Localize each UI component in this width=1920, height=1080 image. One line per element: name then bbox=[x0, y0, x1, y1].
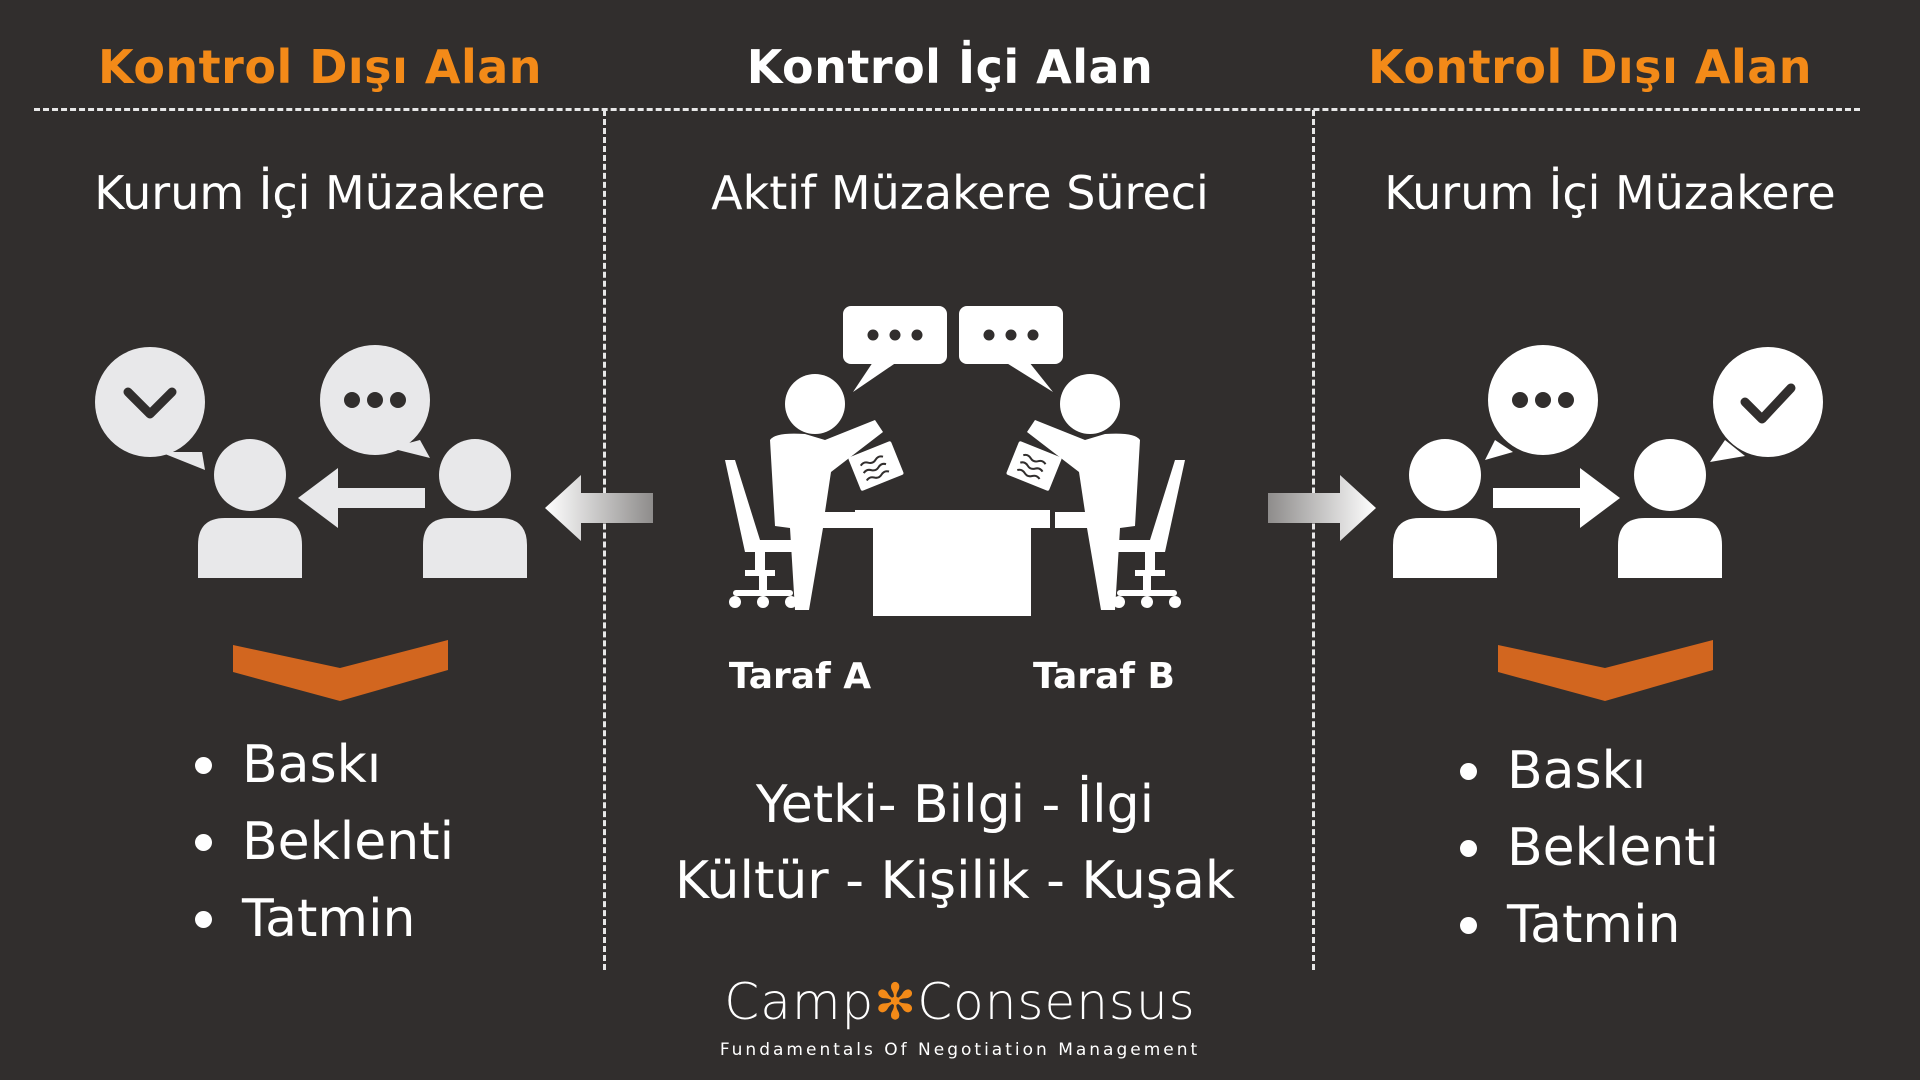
document-icon bbox=[848, 441, 904, 491]
document-icon bbox=[1006, 441, 1062, 491]
bullet-dot bbox=[195, 834, 212, 851]
gradient-arrow-right-icon bbox=[1268, 475, 1376, 541]
arrow-left-icon bbox=[298, 468, 425, 528]
list-item: Baskı bbox=[195, 727, 454, 804]
check-bubble-icon bbox=[1713, 347, 1823, 457]
person-icon bbox=[1634, 439, 1706, 511]
right-column-divider bbox=[1312, 110, 1315, 970]
brand-logo: Camp✻Consensus bbox=[660, 973, 1260, 1031]
left-subtitle: Kurum İçi Müzakere bbox=[94, 166, 546, 220]
bullet-dot bbox=[1460, 763, 1477, 780]
brand-name-part2: Consensus bbox=[917, 973, 1196, 1031]
right-bullet-list: Baskı Beklenti Tatmin bbox=[1460, 733, 1719, 964]
factors-line-2: Kültür - Kişilik - Kuşak bbox=[675, 851, 1235, 911]
right-header: Kontrol Dışı Alan bbox=[1367, 40, 1813, 94]
right-subtitle: Kurum İçi Müzakere bbox=[1384, 166, 1836, 220]
left-header: Kontrol Dışı Alan bbox=[97, 40, 543, 94]
brand-name-part1: Camp bbox=[724, 973, 875, 1031]
center-header: Kontrol İçi Alan bbox=[746, 40, 1154, 94]
party-a-label: Taraf A bbox=[728, 656, 872, 697]
factors-line-1: Yetki- Bilgi - İlgi bbox=[755, 775, 1155, 835]
left-column-divider bbox=[603, 110, 606, 970]
internal-negotiation-left-icon bbox=[95, 345, 527, 578]
internal-negotiation-right-icon bbox=[1393, 345, 1823, 578]
list-item: Beklenti bbox=[195, 804, 454, 881]
person-head-icon bbox=[1060, 374, 1120, 434]
asterisk-icon: ✻ bbox=[874, 973, 918, 1031]
person-icon bbox=[1409, 439, 1481, 511]
party-b-label: Taraf B bbox=[1033, 656, 1175, 697]
header-divider-line bbox=[34, 108, 1860, 111]
bullet-dot bbox=[195, 757, 212, 774]
center-subtitle: Aktif Müzakere Süreci bbox=[711, 166, 1209, 220]
list-item: Tatmin bbox=[1460, 887, 1719, 964]
bullet-dot bbox=[1460, 840, 1477, 857]
negotiation-table-icon bbox=[725, 306, 1185, 616]
arrow-right-icon bbox=[1493, 468, 1620, 528]
gradient-arrow-left-icon bbox=[545, 475, 653, 541]
chevron-bubble-icon bbox=[95, 347, 205, 457]
list-item: Beklenti bbox=[1460, 810, 1719, 887]
person-icon bbox=[439, 439, 511, 511]
bullet-dot bbox=[195, 911, 212, 928]
brand-tagline: Fundamentals Of Negotiation Management bbox=[719, 1040, 1201, 1060]
list-item: Tatmin bbox=[195, 881, 454, 958]
left-bullet-list: Baskı Beklenti Tatmin bbox=[195, 727, 454, 958]
bullet-dot bbox=[1460, 917, 1477, 934]
list-item: Baskı bbox=[1460, 733, 1719, 810]
right-chevron-down-icon bbox=[1498, 640, 1713, 701]
person-head-icon bbox=[785, 374, 845, 434]
person-icon bbox=[214, 439, 286, 511]
left-chevron-down-icon bbox=[233, 640, 448, 701]
